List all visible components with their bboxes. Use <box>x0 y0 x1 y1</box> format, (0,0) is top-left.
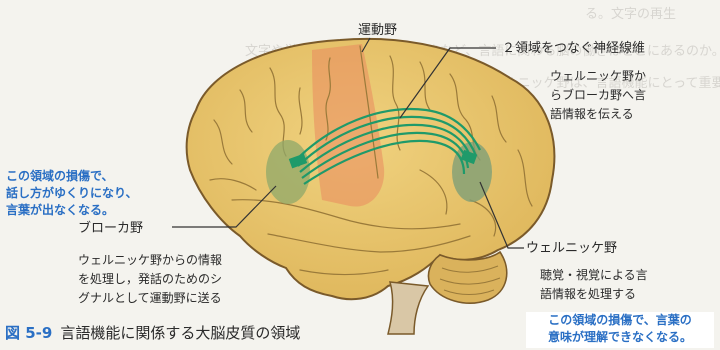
wernicke-damage-note-line: 意味が理解できなくなる。 <box>526 329 714 346</box>
broca-damage-note-line: 言葉が出なくなる。 <box>6 202 114 219</box>
wernicke-damage-note-line: この領域の損傷で、言葉の <box>526 312 714 329</box>
figure-number: 図 5-9 <box>5 324 52 342</box>
motor-area-label: 運動野 <box>358 21 397 40</box>
broca-damage-note-line: この領域の損傷で、 <box>6 168 114 185</box>
wernicke-desc-line: 語情報を処理する <box>540 285 636 304</box>
wernicke-area <box>452 142 492 202</box>
fiber-desc-line: ウェルニッケ野か <box>550 67 646 86</box>
broca-desc-line: を処理し，発話のためのシ <box>78 270 222 289</box>
broca-desc-line: グナルとして運動野に送る <box>78 289 222 308</box>
wernicke-title: ウェルニッケ野 <box>526 239 617 258</box>
fiber-title: ２領域をつなぐ神経線維 <box>502 39 645 58</box>
wernicke-desc-line: 聴覚・視覚による言 <box>540 266 648 285</box>
cerebellum <box>428 252 506 303</box>
broca-area <box>266 140 310 204</box>
wernicke-damage-note: この領域の損傷で、言葉の 意味が理解できなくなる。 <box>526 312 714 348</box>
fiber-desc-line: 語情報を伝える <box>550 105 634 124</box>
broca-title: ブローカ野 <box>78 219 143 238</box>
broca-damage-note-line: 話し方がゆくりになり、 <box>6 185 138 202</box>
fiber-desc-line: らブローカ野へ言 <box>550 86 646 105</box>
brainstem <box>388 282 428 334</box>
figure-caption: 図 5-9 言語機能に関係する大脳皮質の領域 <box>5 322 300 343</box>
figure-caption-text: 言語機能に関係する大脳皮質の領域 <box>60 324 300 342</box>
broca-desc-line: ウェルニッケ野からの情報 <box>78 251 222 270</box>
